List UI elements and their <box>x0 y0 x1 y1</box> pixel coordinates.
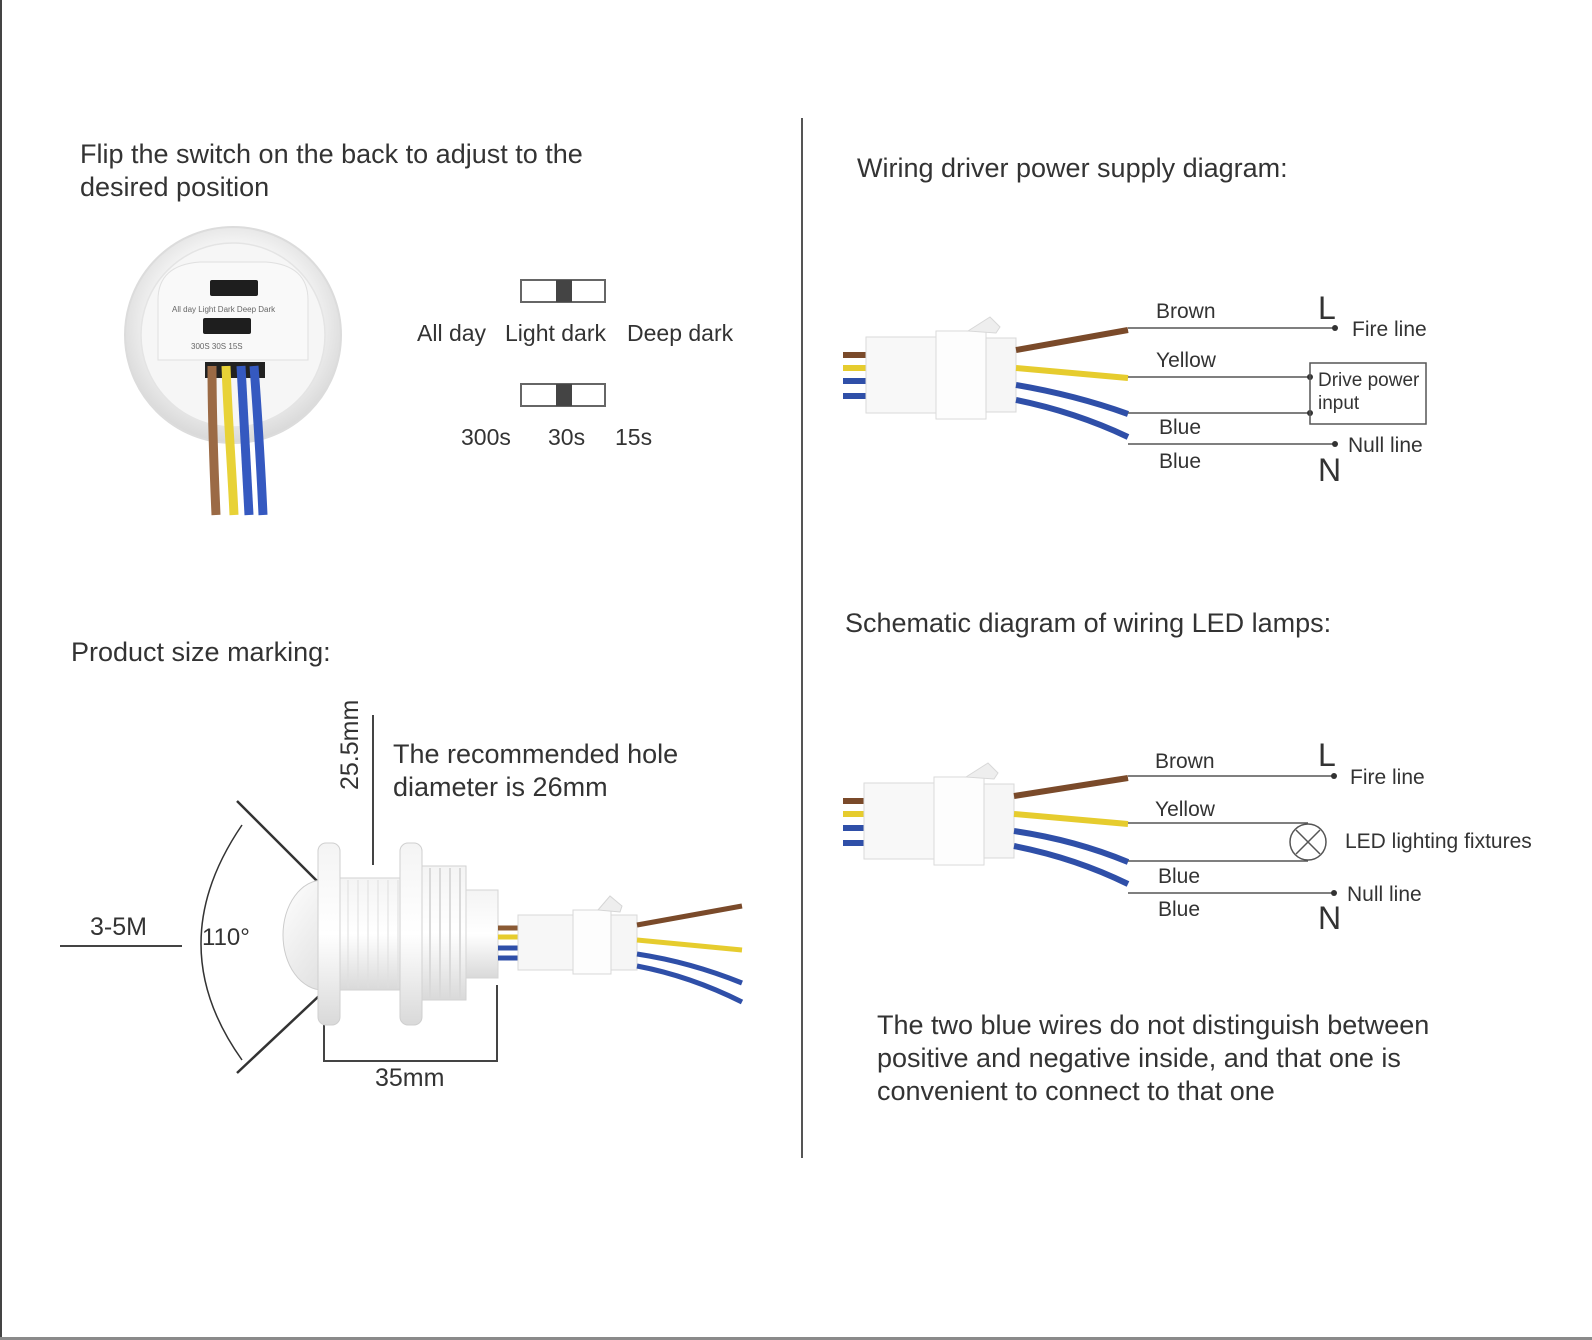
device-inner-ring <box>140 242 326 428</box>
switch-heading-line2: desired position <box>80 172 270 202</box>
driver-label-yellow: Yellow <box>1156 349 1216 372</box>
device-time-labels: 300S 30S 15S <box>191 342 243 351</box>
time-option-15s: 15s <box>615 424 653 450</box>
device-wire-blue-2 <box>249 365 268 516</box>
led-L-marker: L <box>1318 737 1336 773</box>
driver-wire-blue-2 <box>1015 397 1130 440</box>
driver-wire-brown <box>1015 327 1129 353</box>
driver-box-line1: Drive power <box>1318 370 1420 391</box>
size-heading: Product size marking: <box>71 637 331 667</box>
blue-wire-note-line3: convenient to connect to that one <box>877 1076 1275 1106</box>
driver-box-line2: input <box>1318 393 1360 414</box>
time-switch-knob <box>556 384 572 406</box>
driver-fire-line-label: Fire line <box>1352 318 1427 341</box>
mode-switch-schematic <box>520 279 606 303</box>
length-dimension-bracket <box>323 985 498 1062</box>
detection-angle-lower-ray <box>236 994 321 1074</box>
sensor-wire-blue-1 <box>636 951 743 986</box>
sensor-connector-socket <box>572 909 612 975</box>
sensor-wire-brown <box>636 903 743 928</box>
led-label-yellow: Yellow <box>1155 798 1215 821</box>
led-label-blue-1: Blue <box>1158 865 1201 888</box>
sensor-threaded-body <box>339 877 406 991</box>
sensor-rear-body <box>465 889 499 979</box>
device-time-switch <box>203 318 251 334</box>
led-connector <box>843 762 1015 866</box>
frame-left-border <box>0 0 2 1340</box>
device-wire-exit <box>205 362 265 378</box>
device-wire-brown <box>207 365 221 516</box>
time-option-30s: 30s <box>548 424 586 450</box>
led-fire-line-label: Fire line <box>1350 766 1425 789</box>
time-switch-schematic <box>520 383 606 407</box>
switch-heading-line1: Flip the switch on the back to adjust to… <box>80 139 583 169</box>
driver-N-marker: N <box>1318 452 1342 488</box>
frame-bottom-border <box>0 1337 1592 1340</box>
center-divider <box>801 118 803 1158</box>
range-label: 3-5M <box>90 913 147 941</box>
mode-option-all-day: All day <box>417 320 487 346</box>
sensor-wire-blue-2 <box>636 963 744 1005</box>
mode-option-light-dark: Light dark <box>505 320 607 346</box>
led-N-marker: N <box>1318 900 1342 936</box>
device-switch-plate <box>157 261 309 361</box>
driver-connector <box>843 316 1017 420</box>
led-null-terminal <box>1331 890 1337 896</box>
device-mode-labels: All day Light Dark Deep Dark <box>172 305 276 314</box>
device-outer-ring <box>124 226 342 444</box>
blue-wire-note-line1: The two blue wires do not distinguish be… <box>877 1010 1430 1040</box>
driver-wire-yellow <box>1015 365 1129 381</box>
height-dimension-label: 25.5mm <box>336 699 364 790</box>
driver-wire-blue-1 <box>1015 382 1130 417</box>
device-mode-switch <box>210 280 258 296</box>
sensor-knurled-nut <box>421 865 467 1001</box>
driver-wiring-heading: Wiring driver power supply diagram: <box>857 153 1288 183</box>
driver-null-line-label: Null line <box>1348 434 1423 457</box>
angle-label: 110° <box>202 924 250 951</box>
hole-note-line2: diameter is 26mm <box>393 772 608 802</box>
mode-switch-knob <box>556 280 572 302</box>
sensor-nut-flange <box>399 842 423 1026</box>
sensor-side-illustration <box>282 842 744 1026</box>
sensor-connector-plug <box>517 914 574 971</box>
led-lamp-label: LED lighting fixtures <box>1345 830 1532 853</box>
blue-wire-note-line2: positive and negative inside, and that o… <box>877 1043 1401 1073</box>
length-dimension-label: 35mm <box>375 1064 445 1092</box>
device-wire-yellow <box>221 365 239 516</box>
time-option-300s: 300s <box>461 424 511 450</box>
sensor-dome <box>282 879 364 991</box>
driver-label-blue-1: Blue <box>1159 416 1202 439</box>
led-wiring-heading: Schematic diagram of wiring LED lamps: <box>845 608 1332 638</box>
driver-label-blue-2: Blue <box>1159 450 1202 473</box>
device-back-photo: All day Light Dark Deep Dark 300S 30S 15… <box>124 226 342 516</box>
driver-label-brown: Brown <box>1156 300 1216 323</box>
led-null-line-label: Null line <box>1347 883 1422 906</box>
led-wire-blue-2 <box>1013 843 1130 887</box>
led-label-blue-2: Blue <box>1158 898 1201 921</box>
hole-note-line1: The recommended hole <box>393 739 679 769</box>
led-label-brown: Brown <box>1155 750 1215 773</box>
mode-option-deep-dark: Deep dark <box>627 320 734 346</box>
led-lamp-symbol <box>1289 823 1327 861</box>
detection-angle-upper-ray <box>236 800 319 883</box>
sensor-front-flange <box>317 842 341 1026</box>
sensor-wire-yellow <box>636 937 743 953</box>
led-wire-brown <box>1013 775 1129 799</box>
driver-null-terminal <box>1332 441 1338 447</box>
driver-L-marker: L <box>1318 290 1336 326</box>
led-wire-blue-1 <box>1013 828 1130 865</box>
device-wire-blue-1 <box>236 365 254 516</box>
led-wire-yellow <box>1013 811 1129 827</box>
